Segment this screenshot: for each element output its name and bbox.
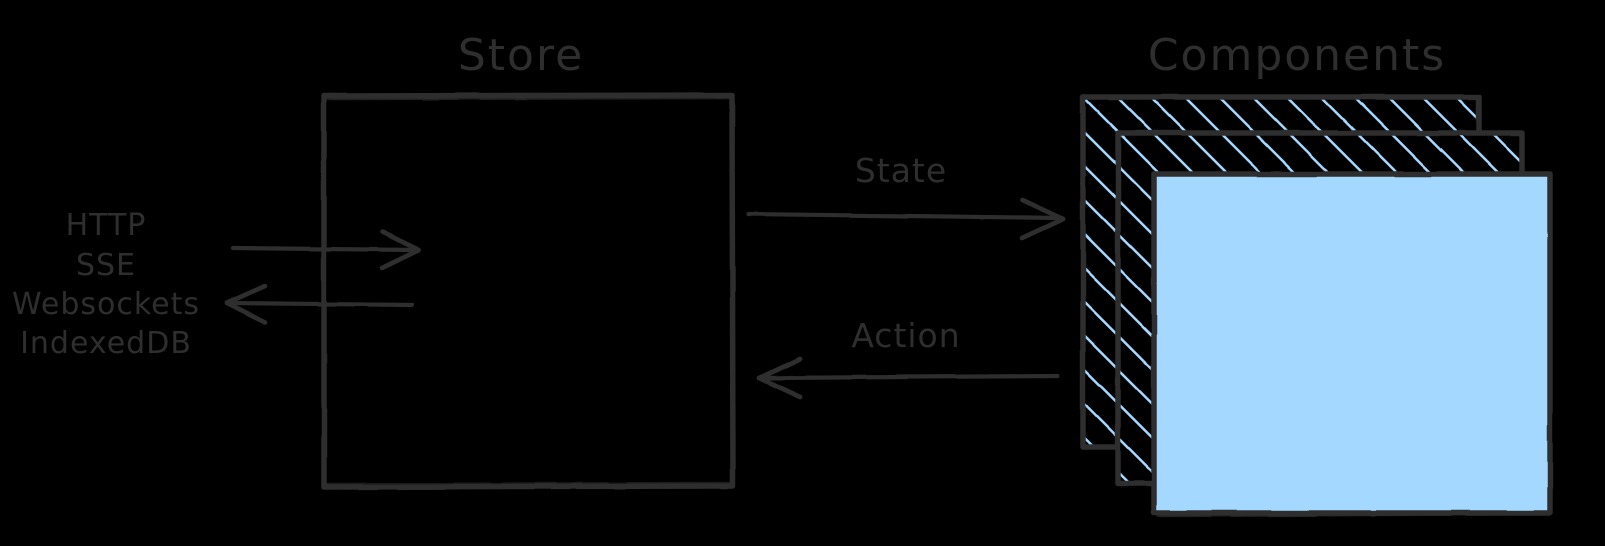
source-label-indexeddb: IndexedDB	[20, 326, 192, 361]
source-label-websockets: Websockets	[12, 287, 200, 322]
source-label-sse: SSE	[76, 248, 136, 283]
store-title: Store	[458, 30, 584, 81]
source-label-http: HTTP	[66, 208, 147, 243]
inbound-data-arrow	[230, 229, 422, 271]
store-box	[321, 92, 736, 490]
state-arrow	[745, 197, 1066, 241]
component-card-front	[1151, 171, 1553, 518]
state-label: State	[855, 151, 947, 190]
components-title: Components	[1148, 30, 1446, 81]
action-arrow	[756, 356, 1061, 400]
action-label: Action	[851, 316, 960, 355]
outbound-data-arrow	[224, 283, 415, 325]
